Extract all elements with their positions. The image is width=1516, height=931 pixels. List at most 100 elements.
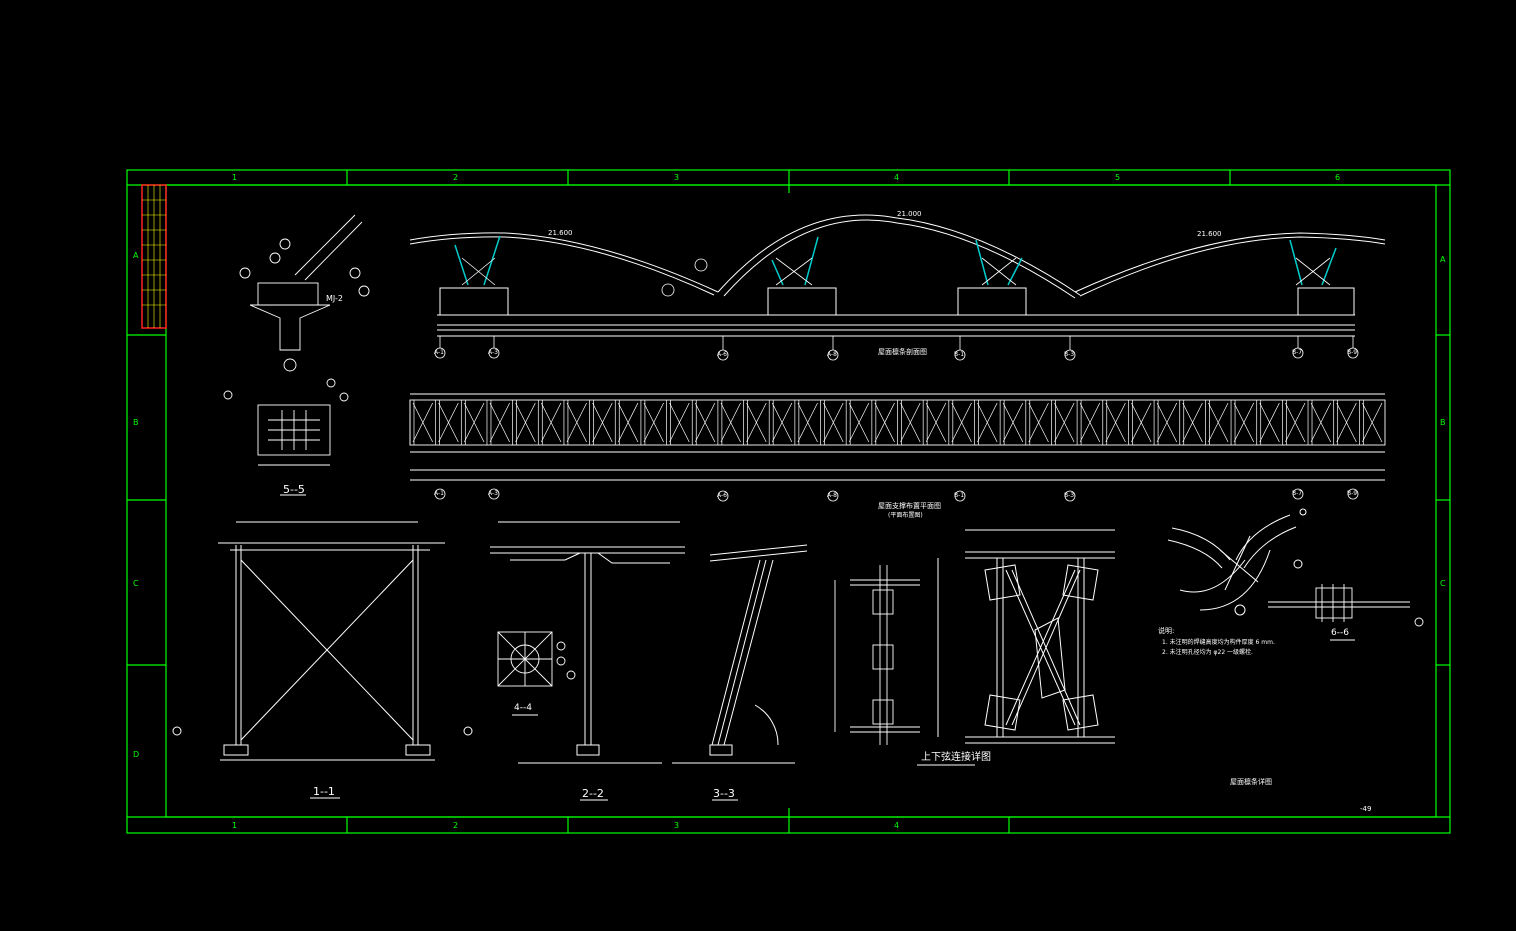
grid-row-a-left: A xyxy=(133,251,139,260)
plan-bay-line xyxy=(823,402,844,443)
notes-line-2: 2. 未注明孔径均为 φ22 一级螺栓. xyxy=(1162,649,1253,656)
grid-col-bottom-1: 1 xyxy=(232,821,238,830)
plan-bay-line xyxy=(900,402,921,443)
plan-bay-line xyxy=(566,402,587,443)
mj2-detail xyxy=(239,214,370,372)
plan-title: 屋面支撑布置平面图 xyxy=(878,502,941,510)
plan-bay-line xyxy=(643,402,664,443)
plan-bay-line xyxy=(1285,402,1306,443)
grid-row-c-right: C xyxy=(1440,579,1446,588)
elevation-left-level: 21.600 xyxy=(548,229,573,237)
plan-bay-line xyxy=(694,402,716,443)
plan-axis-a1: A-1 xyxy=(434,490,444,497)
plan-bay-line xyxy=(1079,402,1101,443)
elevation-axis-a3: A-3 xyxy=(488,349,498,356)
roof-elevation xyxy=(409,214,1386,337)
grid-row-a-right: A xyxy=(1440,255,1446,264)
plan-bay-line xyxy=(1105,402,1126,443)
plan-bay-line xyxy=(1208,402,1229,443)
curved-joint-detail xyxy=(1167,508,1307,616)
section-4-4-title: 4--4 xyxy=(514,703,532,713)
grid-col-bottom-2: 2 xyxy=(453,821,459,830)
plan-bay-line xyxy=(1156,402,1178,443)
grid-row-b-left: B xyxy=(133,418,139,427)
plan-bay-line xyxy=(1054,402,1075,443)
plan-bay-line xyxy=(617,402,639,443)
plan-bay-line xyxy=(489,402,510,443)
plan-axis-b3: B-3 xyxy=(1064,492,1075,499)
plan-bay-line xyxy=(874,402,895,443)
mj2-label: MJ-2 xyxy=(326,294,343,303)
plan-bay-line xyxy=(1259,402,1280,443)
plan-bay-line xyxy=(1182,402,1203,443)
elevation-axis-b7: B-7 xyxy=(1292,349,1303,356)
grid-col-4: 4 xyxy=(894,173,900,182)
plan-bay-line xyxy=(925,402,947,443)
plan-bay-line xyxy=(464,402,485,443)
plan-axis-a8: A-8 xyxy=(827,492,837,499)
plan-bay-line xyxy=(848,402,870,443)
elevation-axis-a6: A-6 xyxy=(717,351,727,358)
grid-col-2: 2 xyxy=(453,173,459,182)
plan-bay-line xyxy=(797,402,818,443)
section-3-3-title: 3--3 xyxy=(713,787,735,800)
section-6-6-title: 6--6 xyxy=(1331,628,1349,638)
section-2-2-drawing xyxy=(490,521,685,801)
plan-bay-line xyxy=(746,402,767,443)
plan-bay-line xyxy=(412,402,433,443)
plan-bay-line xyxy=(1131,402,1152,443)
plan-axis-a6: A-6 xyxy=(717,492,727,499)
plan-subtitle: (平面布置图) xyxy=(888,512,923,519)
revision-strip xyxy=(141,184,167,329)
bracing-detail-drawing xyxy=(937,529,1115,744)
plan-bay-line xyxy=(1028,402,1049,443)
plan-bay-line xyxy=(540,402,562,443)
plan-bays xyxy=(409,400,1383,445)
arch-diagonals xyxy=(461,257,1331,286)
plan-axis-markers xyxy=(434,488,1359,502)
bracing-plan xyxy=(409,393,1386,481)
grid-col-bottom-3: 3 xyxy=(674,821,680,830)
drawing-frame xyxy=(126,169,1451,834)
notes-heading: 说明: xyxy=(1158,627,1175,635)
plan-bay-line xyxy=(1336,402,1357,443)
section-1-1-title: 1--1 xyxy=(313,785,335,798)
elevation-axis-a8: A-8 xyxy=(827,351,837,358)
grid-row-b-right: B xyxy=(1440,418,1446,427)
plan-bay-line xyxy=(1002,402,1024,443)
section-2-2-title: 2--2 xyxy=(582,787,604,800)
grid-col-5: 5 xyxy=(1115,173,1121,182)
elevation-axis-markers xyxy=(434,258,1359,361)
sheet-number: -49 xyxy=(1360,805,1372,813)
detail-title: 屋面檩条详图 xyxy=(1230,778,1272,786)
plan-bay-line xyxy=(1233,402,1255,443)
section-3-3-drawing xyxy=(672,544,808,801)
arch-bracing xyxy=(454,235,1337,286)
plan-bay-line xyxy=(438,402,459,443)
section-6-6-drawing xyxy=(1268,584,1424,641)
plan-axis-b1: B-1 xyxy=(954,492,965,499)
connection-detail-drawing xyxy=(834,565,975,766)
notes-line-1: 1. 未注明的焊缝高度均为构件厚度 6 mm. xyxy=(1162,639,1275,646)
grid-col-1: 1 xyxy=(232,173,238,182)
section-5-5-title: 5--5 xyxy=(283,483,305,496)
grid-row-d-left: D xyxy=(133,750,140,759)
connection-detail-title: 上下弦连接详图 xyxy=(921,752,991,763)
section-4-4-drawing xyxy=(497,631,576,716)
plan-bay-line xyxy=(771,402,793,443)
plan-bay-line xyxy=(1310,402,1331,443)
elevation-axis-a1: A-1 xyxy=(434,349,444,356)
elevation-axis-b1: B-1 xyxy=(954,351,965,358)
plan-axis-b7: B-7 xyxy=(1292,490,1303,497)
elevation-axis-b3: B-3 xyxy=(1064,351,1075,358)
grid-col-6: 6 xyxy=(1335,173,1341,182)
plan-bay-line xyxy=(592,402,613,443)
plan-bay-line xyxy=(720,402,741,443)
plan-bay-line xyxy=(951,402,972,443)
elevation-right-level: 21.600 xyxy=(1197,230,1222,238)
plan-axis-a3: A-3 xyxy=(488,490,498,497)
plan-bay-line xyxy=(977,402,998,443)
section-5-5-drawing xyxy=(223,378,349,496)
plan-bay-line xyxy=(515,402,536,443)
